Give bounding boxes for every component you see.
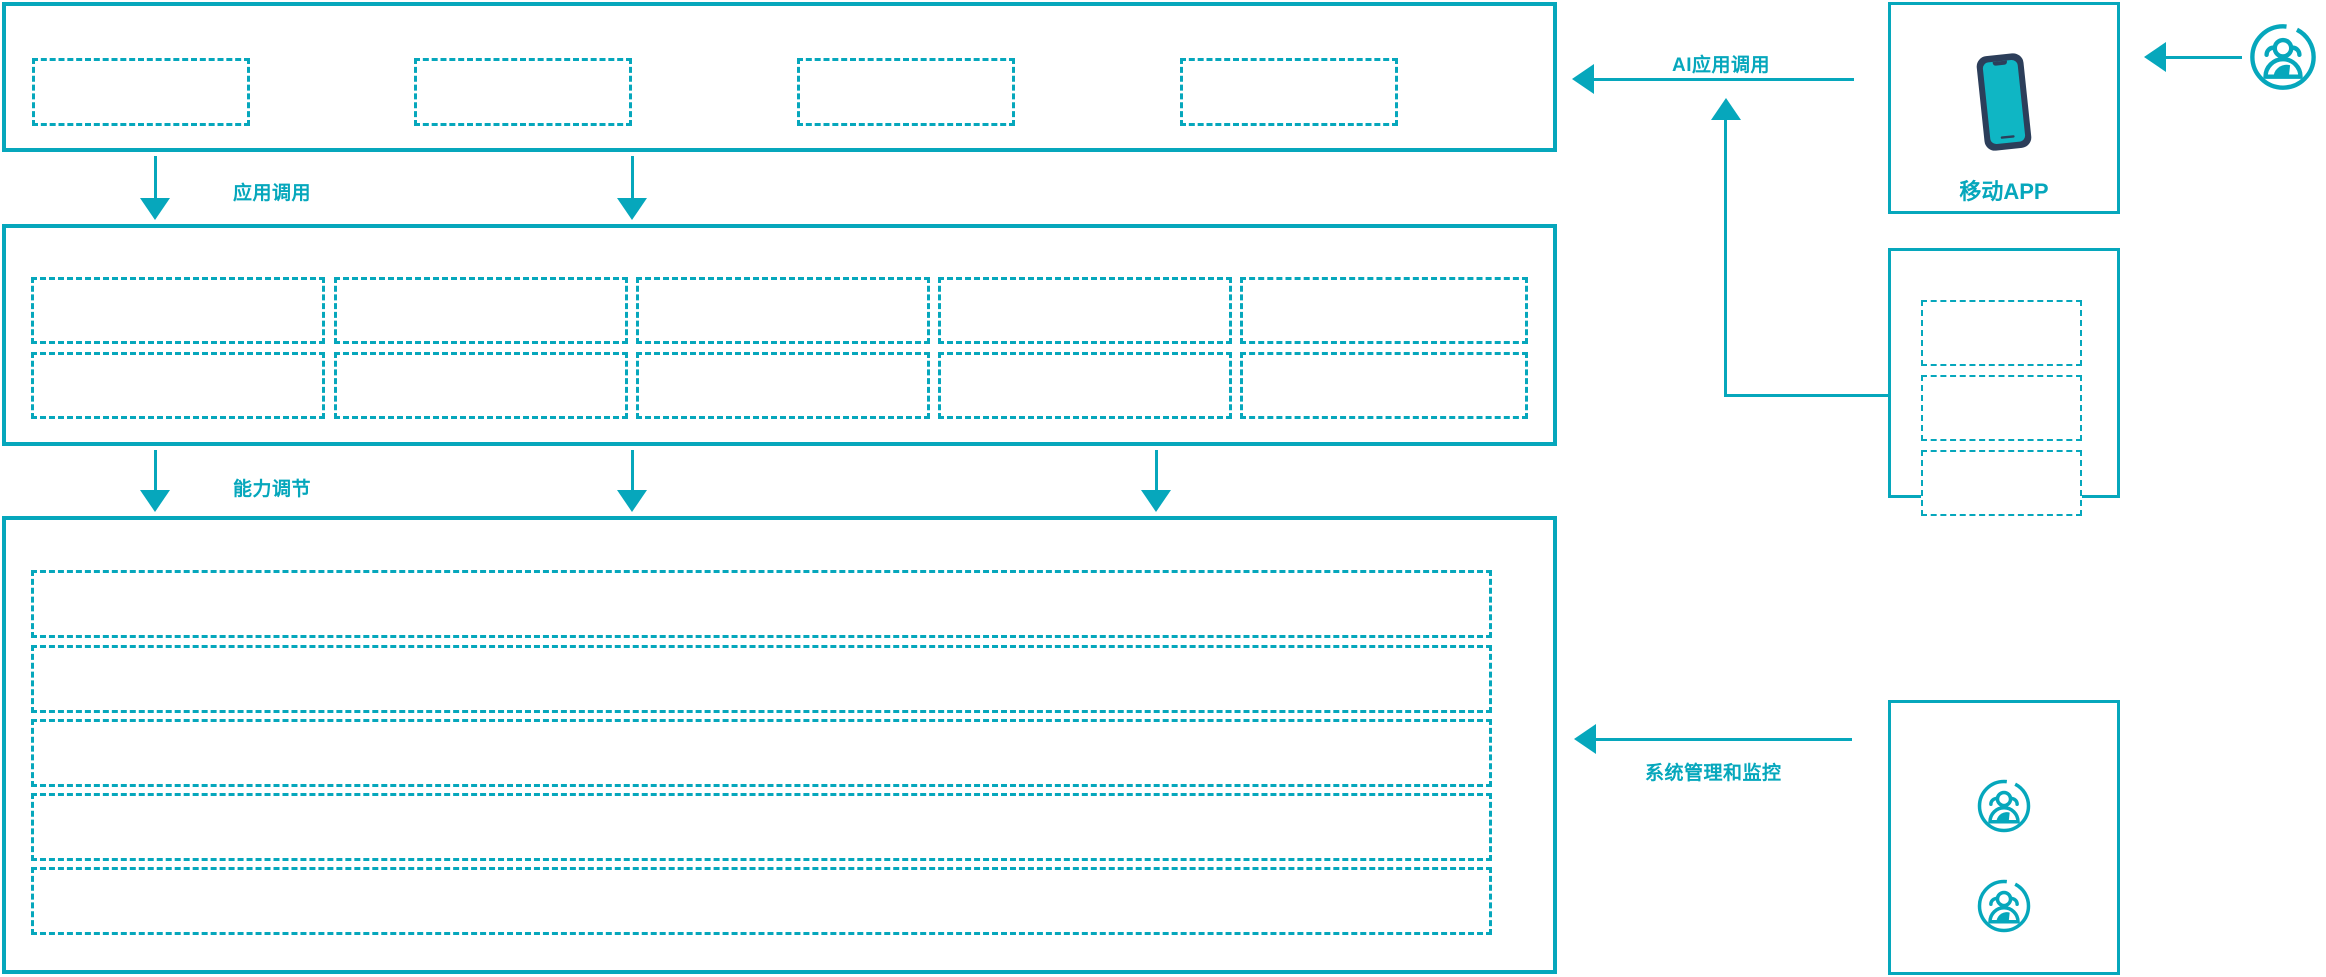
- system-manage-monitor-arrow-head: [1574, 724, 1596, 754]
- capability-cell-3-bottom[interactable]: [636, 352, 930, 419]
- capability-cell-3-top[interactable]: [636, 277, 930, 344]
- service-elbow-arrow-head: [1711, 98, 1741, 120]
- capability-adjust-label: 能力调节: [233, 479, 312, 500]
- platform-row-1[interactable]: [31, 570, 1492, 638]
- user-group-icon: [1976, 778, 2032, 834]
- ai-app-call-line: [1594, 78, 1854, 81]
- app-slot-2[interactable]: [414, 58, 632, 126]
- platform-row-4[interactable]: [31, 793, 1492, 861]
- capability-cell-5-bottom[interactable]: [1240, 352, 1528, 419]
- app-call-connector-line-right: [631, 156, 634, 204]
- app-slot-4[interactable]: [1180, 58, 1398, 126]
- capability-cell-1-top[interactable]: [31, 277, 325, 344]
- platform-row-5[interactable]: [31, 867, 1492, 935]
- capability-cell-5-top[interactable]: [1240, 277, 1528, 344]
- capability-cell-1-bottom[interactable]: [31, 352, 325, 419]
- capability-adjust-arrow-2: [617, 490, 647, 512]
- system-manage-monitor-line: [1596, 738, 1852, 741]
- external-user-arrow-head: [2144, 42, 2166, 72]
- service-elbow-vertical: [1724, 120, 1727, 396]
- app-slot-3[interactable]: [797, 58, 1015, 126]
- capability-adjust-line-2: [631, 450, 634, 496]
- app-slot-1[interactable]: [32, 58, 250, 126]
- ai-app-call-label: AI应用调用: [1672, 55, 1771, 76]
- external-user-line: [2166, 56, 2242, 59]
- service-slot-3[interactable]: [1921, 450, 2082, 516]
- service-slot-1[interactable]: [1921, 300, 2082, 366]
- service-slot-2[interactable]: [1921, 375, 2082, 441]
- capability-cell-2-bottom[interactable]: [334, 352, 628, 419]
- capability-cell-4-bottom[interactable]: [938, 352, 1232, 419]
- app-call-arrow-left: [140, 198, 170, 220]
- platform-row-2[interactable]: [31, 645, 1492, 713]
- service-elbow-horizontal: [1724, 394, 1888, 397]
- platform-row-3[interactable]: [31, 719, 1492, 787]
- user-group-icon: [2248, 22, 2318, 92]
- app-call-arrow-right: [617, 198, 647, 220]
- system-manage-monitor-label: 系统管理和监控: [1645, 763, 1782, 784]
- capability-adjust-line-3: [1155, 450, 1158, 496]
- capability-cell-4-top[interactable]: [938, 277, 1232, 344]
- capability-adjust-line-1: [154, 450, 157, 496]
- capability-adjust-arrow-3: [1141, 490, 1171, 512]
- user-group-icon: [1976, 878, 2032, 934]
- capability-cell-2-top[interactable]: [334, 277, 628, 344]
- app-call-label: 应用调用: [233, 183, 312, 204]
- capability-adjust-arrow-1: [140, 490, 170, 512]
- ai-app-call-arrow-head: [1572, 64, 1594, 94]
- app-call-connector-line-left: [154, 156, 157, 204]
- mobile-app-caption: 移动APP: [1959, 179, 2049, 204]
- smartphone-icon: [1968, 48, 2040, 156]
